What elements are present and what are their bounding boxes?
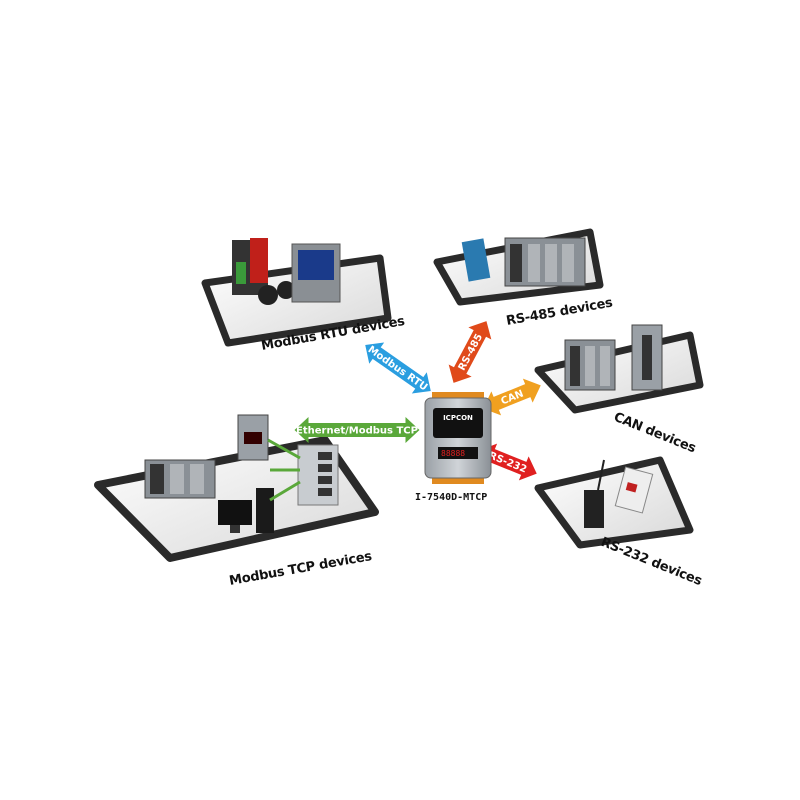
led-display: 88888 — [441, 449, 465, 458]
platform-rs485: RS-485 devices — [433, 228, 614, 329]
arrow-modbus-rtu: Modbus RTU — [365, 342, 431, 394]
arrow-label-can: CAN — [499, 388, 525, 407]
platform-rs232: RS-232 devices — [534, 456, 705, 589]
platform-modbus-rtu: Modbus RTU devices — [201, 238, 406, 354]
arrow-label-ethernet: Ethernet/Modbus TCP — [296, 426, 418, 437]
platform-can: CAN devices — [534, 324, 704, 457]
center-device-label: I-7540D-MTCP — [415, 492, 487, 503]
label-rs232-devices: RS-232 devices — [599, 535, 705, 589]
platform-modbus-tcp: Modbus TCP devices — [94, 414, 379, 589]
arrow-rs485: RS-485 — [448, 321, 492, 383]
arrow-shape — [294, 417, 420, 443]
label-can-devices: CAN devices — [612, 410, 699, 457]
brand-logo: ICPCON — [443, 414, 473, 422]
label-modbus-tcp-devices: Modbus TCP devices — [228, 549, 373, 589]
arrow-ethernet: Ethernet/Modbus TCP — [294, 417, 420, 443]
arrow-shape — [448, 321, 492, 383]
arrow-label-rs232: RS-232 — [487, 450, 528, 475]
arrow-shape — [483, 378, 541, 416]
arrow-shape — [479, 443, 537, 481]
center-device-i7540d-mtcp: ICPCON 88888 I-7540D-MTCP — [415, 392, 492, 503]
label-rs485-devices: RS-485 devices — [505, 295, 614, 329]
arrow-label-modbus-rtu: Modbus RTU — [366, 344, 430, 393]
arrow-shape — [365, 342, 431, 394]
